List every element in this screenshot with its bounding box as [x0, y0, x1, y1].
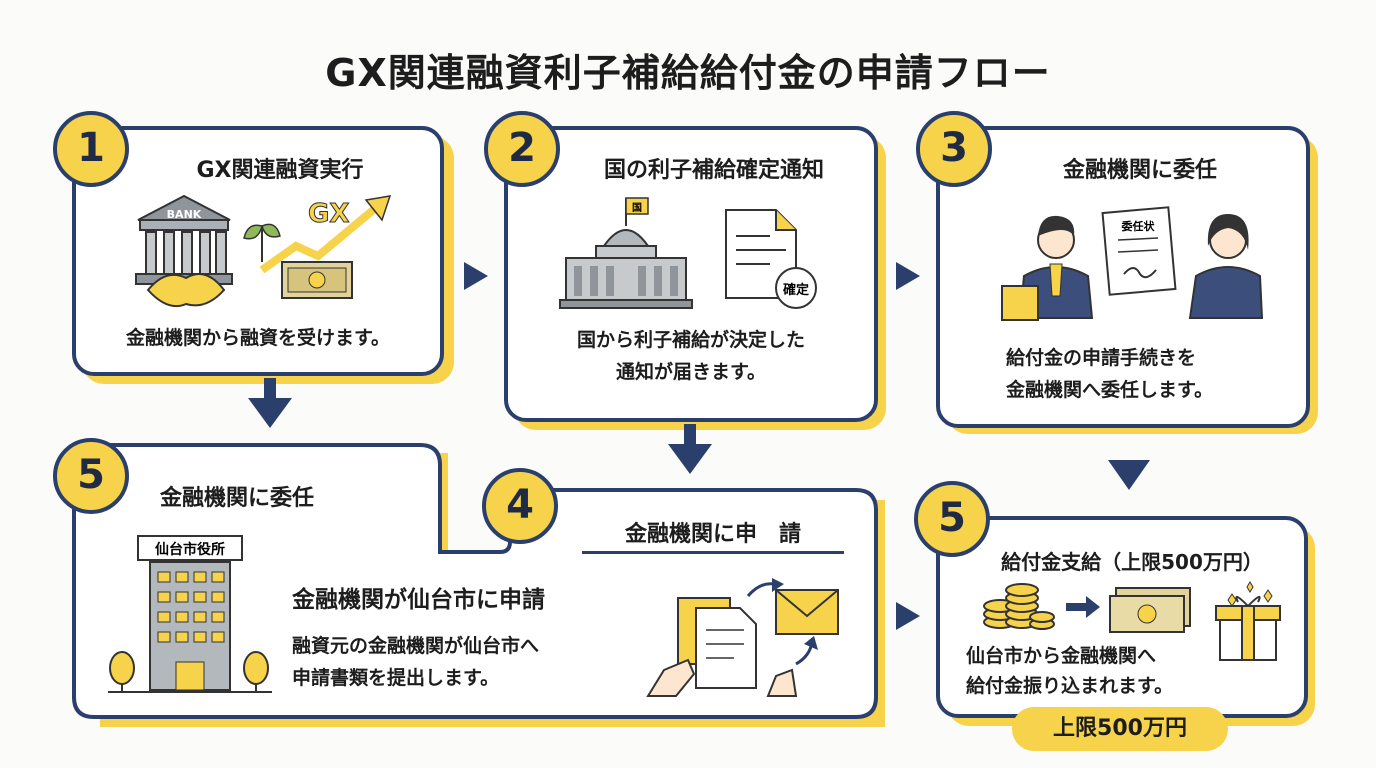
step-4-heading: 金融機関に申 請 — [624, 522, 801, 547]
step-5-left-number: 5 — [77, 452, 105, 498]
gift-icon — [1215, 581, 1281, 661]
step-2-body-line2: 通知が届きます。 — [615, 361, 767, 383]
money-icon — [281, 261, 353, 299]
arrow-3-to-5 — [1108, 460, 1150, 490]
step-5-left-subheading: 金融機関が仙台市に申請 — [292, 587, 545, 613]
bank-icon: BANK — [135, 194, 233, 285]
card-step-2 — [504, 126, 878, 422]
arrow-1-to-5 — [248, 398, 292, 428]
step-1-body: 金融機関から融資を受けます。 — [125, 327, 391, 349]
arrow-1-to-2 — [464, 262, 488, 290]
step-3-number: 3 — [940, 125, 968, 171]
step-1-heading: GX関連融資実行 — [196, 158, 364, 183]
step-1-number: 1 — [77, 125, 105, 171]
coins-icon — [983, 583, 1055, 630]
step-2-body-line1: 国から利子補給が決定した — [576, 329, 805, 351]
svg-text:仙台市役所: 仙台市役所 — [155, 541, 225, 558]
capitol-building-icon: 国 — [559, 197, 693, 309]
step-3-body-line2: 金融機関へ委任します。 — [1006, 379, 1214, 401]
step-5-right-number: 5 — [938, 495, 966, 541]
confirmed-document-icon: 確定 — [725, 209, 817, 309]
badge-step-5-left — [53, 438, 129, 514]
svg-text:確定: 確定 — [783, 282, 809, 298]
step-3-heading: 金融機関に委任 — [1062, 158, 1217, 183]
step-3-body-line1: 給付金の申請手続きを — [1006, 347, 1197, 369]
badge-step-2 — [484, 111, 560, 187]
svg-text:BANK: BANK — [167, 208, 202, 221]
documents-envelope-icon — [646, 578, 839, 697]
business-people-icon: 委任状 — [1001, 206, 1264, 321]
step-5-left-body-line1: 融資元の金融機関が仙台市へ — [292, 635, 540, 657]
card-step-1 — [72, 126, 444, 376]
card-step-5-left — [72, 443, 878, 719]
badge-step-1 — [53, 111, 129, 187]
arrow-2-to-3 — [896, 262, 920, 290]
badge-step-4 — [482, 468, 558, 544]
limit-badge: 上限500万円 — [1012, 707, 1228, 751]
badge-step-5-right — [914, 481, 990, 557]
money-stack-icon — [1109, 587, 1191, 633]
step-2-number: 2 — [508, 125, 536, 171]
step-5-right-heading: 給付金支給（上限500万円） — [1001, 550, 1263, 574]
gx-growth-arrow-icon: GX — [243, 195, 392, 274]
step-5-left-heading: 金融機関に委任 — [160, 486, 315, 511]
step-5-right-body-line1: 仙台市から金融機関へ — [966, 645, 1157, 667]
badge-step-3 — [916, 111, 992, 187]
step-4-number: 4 — [506, 482, 534, 528]
svg-text:国: 国 — [632, 202, 642, 214]
svg-text:GX: GX — [308, 199, 349, 229]
arrow-2-to-4 — [668, 444, 712, 474]
page-title: GX関連融資利子補給給付金の申請フロー — [325, 51, 1051, 95]
handshake-icon — [146, 273, 226, 308]
arrow-4-to-5 — [896, 602, 920, 630]
city-hall-building-icon: 仙台市役所 — [108, 535, 272, 693]
step-5-right-body-line2: 給付金振り込まれます。 — [966, 675, 1174, 697]
step-2-heading: 国の利子補給確定通知 — [603, 158, 824, 183]
step-5-left-body-line2: 申請書類を提出します。 — [292, 667, 500, 689]
svg-text:委任状: 委任状 — [1121, 219, 1156, 233]
